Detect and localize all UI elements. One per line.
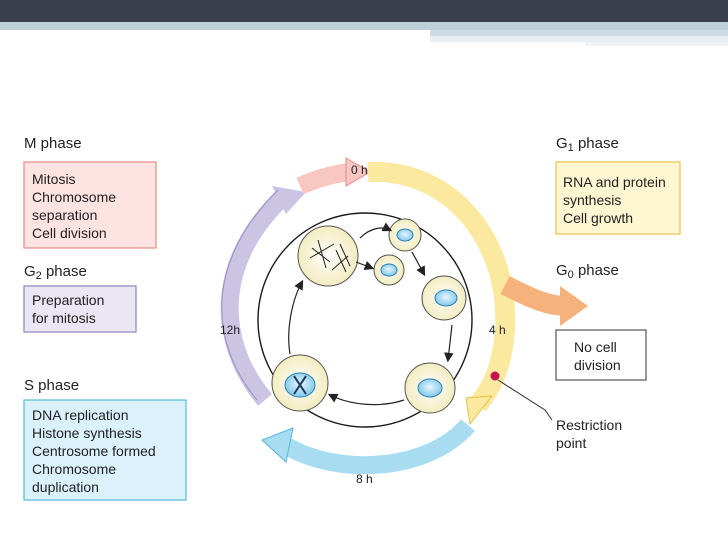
s-phase-title: S phase: [24, 377, 79, 394]
daughter-cell-top: [388, 218, 422, 252]
mitotic-cell: [297, 225, 359, 287]
arrow-mitosis-to-daughter-bottom: [355, 260, 375, 270]
s-arrow-head: [261, 427, 294, 463]
g0-phase-line-1: No cell: [574, 339, 617, 355]
g2-phase-line-2: for mitosis: [32, 310, 96, 326]
time-label-4h: 4 h: [489, 323, 506, 337]
time-label-12h: 12h: [220, 323, 240, 337]
arrow-mitosis-to-daughter-top: [359, 222, 393, 239]
slide-accent-stripe-4: [585, 42, 728, 46]
restriction-line-2: point: [556, 435, 586, 451]
g2-phase-line-1: Preparation: [32, 292, 104, 308]
restriction-line-1: Restriction: [556, 417, 622, 433]
g1-phase-line-3: Cell growth: [563, 210, 633, 226]
g1-phase-title: G1 phase: [556, 135, 619, 154]
m-phase-line-4: Cell division: [32, 225, 107, 241]
slide-accent-stripe-2: [430, 30, 728, 36]
g0-phase-box: [555, 329, 647, 381]
slide-accent-stripe-3: [430, 36, 728, 42]
g2-phase-title: G2 phase: [24, 263, 87, 282]
time-label-0h: 0 h: [351, 163, 368, 177]
g1-phase-line-2: synthesis: [563, 192, 621, 208]
restriction-point-dot: [490, 371, 500, 381]
g1-cell: [421, 275, 467, 321]
g2-arc-edge: [221, 189, 279, 401]
m-arrow-head: [345, 157, 371, 187]
restriction-leader-line: [497, 379, 553, 421]
g1-phase-line-1: RNA and protein: [563, 174, 666, 190]
g2-arrow-head: [272, 186, 306, 214]
m-phase-line-1: Mitosis: [32, 171, 76, 187]
arrow-to-g1-cell: [411, 251, 426, 277]
s-phase-box: [23, 399, 187, 501]
g2-phase-box: [23, 285, 137, 333]
g0-arrow-head: [560, 286, 588, 326]
time-label-8h: 8 h: [356, 472, 373, 486]
s-phase-line-1: DNA replication: [32, 407, 129, 423]
g1-phase-box: [555, 161, 681, 235]
g0-phase-line-2: division: [574, 357, 621, 373]
m-arc: [296, 163, 352, 195]
arrow-to-late-g1-cell: [444, 324, 454, 363]
m-phase-box: [23, 161, 157, 249]
s-phase-line-2: Histone synthesis: [32, 425, 142, 441]
m-phase-line-2: Chromosome: [32, 189, 116, 205]
m-phase-line-3: separation: [32, 207, 97, 223]
s-arc: [280, 418, 475, 475]
g2-cell: [271, 354, 329, 412]
slide-accent-stripe: [0, 22, 728, 30]
g1-arrow-head: [465, 395, 494, 426]
s-phase-line-4: Chromosome: [32, 461, 116, 477]
arrow-to-mitotic-cell: [288, 279, 304, 355]
daughter-cell-bottom: [373, 254, 405, 286]
late-g1-cell: [404, 362, 456, 414]
arrow-to-g2-cell: [327, 393, 405, 406]
s-phase-line-5: duplication: [32, 479, 99, 495]
m-phase-title: M phase: [24, 135, 82, 152]
g0-phase-title: G0 phase: [556, 262, 619, 281]
g2-arc: [220, 188, 292, 406]
inner-cycle-ring: [257, 212, 473, 428]
slide-top-bar: [0, 0, 728, 22]
s-phase-line-3: Centrosome formed: [32, 443, 156, 459]
